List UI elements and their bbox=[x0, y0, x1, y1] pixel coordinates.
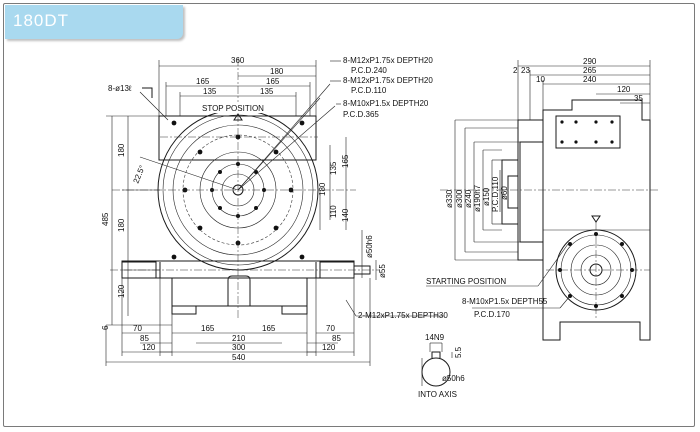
side-view: 290 265 240 2 23 10 120 35 ø330 bbox=[426, 57, 660, 341]
dim-left-180-top: 180 bbox=[117, 143, 126, 157]
callout-m10-pcd365-b: P.C.D.365 bbox=[343, 110, 379, 119]
into-axis-caption: INTO AXIS bbox=[418, 390, 457, 399]
dim-135-left: 135 bbox=[203, 87, 217, 96]
dim-bottom-70-right: 70 bbox=[326, 324, 335, 333]
axis-key-14n9: 14N9 bbox=[425, 333, 445, 342]
dim-right-140: 140 bbox=[341, 208, 350, 222]
dim-360: 360 bbox=[231, 56, 245, 65]
dim-left-180-mid: 180 bbox=[117, 218, 126, 232]
callout-m12-pcd240-b: P.C.D.240 bbox=[351, 66, 387, 75]
side-d240: ø240 bbox=[464, 189, 473, 208]
side-dim-35: 35 bbox=[634, 94, 643, 103]
callout-m12-pcd240-a: 8-M12xP1.75x DEPTH20 bbox=[343, 56, 433, 65]
model-title: 180DT bbox=[13, 11, 70, 30]
side-d300: ø300 bbox=[455, 189, 464, 208]
side-dim-265: 265 bbox=[583, 66, 597, 75]
side-dim-290: 290 bbox=[583, 57, 597, 66]
dim-bottom-165-right: 165 bbox=[262, 324, 276, 333]
axis-d50h6: ø50h6 bbox=[442, 374, 465, 383]
axis-detail: 14N9 5.5 ø50h6 INTO AXIS bbox=[418, 333, 465, 399]
holes-8-d13: 8-ø13ℓ bbox=[108, 84, 132, 93]
axis-key-5-5: 5.5 bbox=[454, 346, 463, 358]
starting-position-label: STARTING POSITION bbox=[426, 277, 506, 286]
dim-bottom-120-left: 120 bbox=[142, 343, 156, 352]
side-pcd110: P.C.D.110 bbox=[491, 176, 500, 212]
side-callout-m10-depth55: 8-M10xP1.5x DEPTH55 bbox=[462, 297, 548, 306]
side-dim-240: 240 bbox=[583, 75, 597, 84]
dim-135-right: 135 bbox=[260, 87, 274, 96]
callout-m10-pcd365-a: 8-M10xP1.5x DEPTH20 bbox=[343, 99, 429, 108]
dim-bottom-120-right: 120 bbox=[322, 343, 336, 352]
dim-left-120: 120 bbox=[117, 284, 126, 298]
front-view: 360 180 165 165 135 135 180 485 180 120 … bbox=[101, 56, 448, 366]
dim-bottom-85-right: 85 bbox=[332, 334, 341, 343]
dim-180: 180 bbox=[270, 67, 284, 76]
dim-right-135: 135 bbox=[329, 161, 338, 175]
drawing-frame bbox=[3, 3, 695, 427]
dim-right-110: 110 bbox=[329, 205, 338, 218]
dim-left-485: 485 bbox=[101, 212, 110, 226]
shaft-d55: ø55 bbox=[378, 264, 387, 278]
dim-bottom-165-left: 165 bbox=[201, 324, 215, 333]
dim-bottom-540: 540 bbox=[232, 353, 246, 362]
side-dim-120: 120 bbox=[617, 85, 631, 94]
dim-bottom-300: 300 bbox=[232, 343, 246, 352]
stop-position-label: STOP POSITION bbox=[202, 104, 264, 113]
dim-165-right: 165 bbox=[266, 77, 280, 86]
angle-22-5: 22.5° bbox=[132, 164, 147, 185]
dim-bottom-85-left: 85 bbox=[140, 334, 149, 343]
shaft-d50h6: ø50h6 bbox=[365, 235, 374, 258]
side-d60: ø60 bbox=[500, 186, 509, 200]
side-d190h7: ø190h7 bbox=[473, 184, 482, 212]
side-dim-23: 23 bbox=[521, 66, 530, 75]
dim-left-6: 6 bbox=[101, 325, 110, 330]
dim-right-165: 165 bbox=[341, 154, 350, 168]
callout-m12-pcd110-b: P.C.D.110 bbox=[351, 86, 387, 95]
side-d150: ø150 bbox=[482, 187, 491, 206]
dim-bottom-210: 210 bbox=[232, 334, 246, 343]
dim-165-left: 165 bbox=[196, 77, 210, 86]
callout-bottom-m12-depth30: 2-M12xP1.75x DEPTH30 bbox=[358, 311, 448, 320]
side-callout-pcd170: P.C.D.170 bbox=[474, 310, 510, 319]
dim-right-180: 180 bbox=[318, 182, 327, 196]
title-badge: 180DT bbox=[5, 5, 183, 39]
callout-m12-pcd110-a: 8-M12xP1.75x DEPTH20 bbox=[343, 76, 433, 85]
side-d330: ø330 bbox=[445, 189, 454, 208]
dim-bottom-70-left: 70 bbox=[133, 324, 142, 333]
side-dim-2: 2 bbox=[513, 66, 518, 75]
side-dim-10: 10 bbox=[536, 75, 545, 84]
